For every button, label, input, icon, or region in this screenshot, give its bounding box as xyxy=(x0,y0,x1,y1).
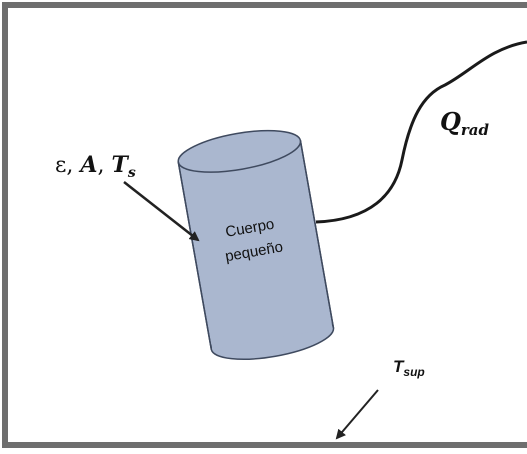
radiation-wave-line xyxy=(315,40,527,224)
small-body-cylinder: Cuerpo pequeño xyxy=(177,129,335,360)
radiation-label: Qrad xyxy=(440,107,490,139)
surroundings-arrow xyxy=(335,389,379,440)
properties-arrow xyxy=(123,181,200,242)
surroundings-label: Tsup xyxy=(393,357,425,379)
body-properties-label: ε, A, Ts xyxy=(55,152,136,181)
